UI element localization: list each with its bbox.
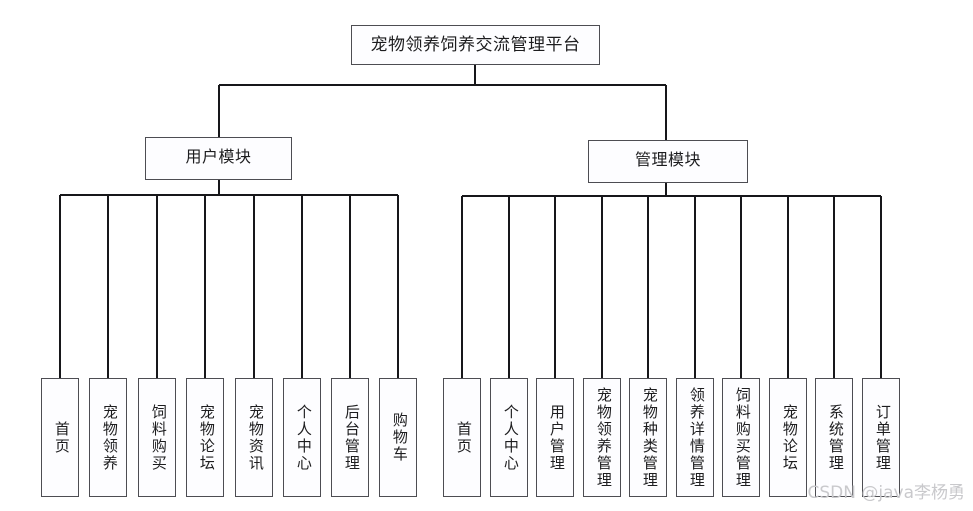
- leaf-node-user-7-label: 购物车: [390, 412, 407, 463]
- leaf-drop-line-admin-8: [833, 196, 835, 378]
- leaf-node-user-0[interactable]: 首页: [41, 378, 79, 497]
- leaf-drop-line-user-1: [107, 195, 109, 378]
- leaf-drop-line-user-6: [349, 195, 351, 378]
- leaf-node-user-3-label: 宠物论坛: [197, 403, 214, 472]
- root-node[interactable]: 宠物领养饲养交流管理平台: [351, 25, 600, 65]
- leaf-drop-line-user-5: [301, 195, 303, 378]
- leaf-node-admin-3-label: 宠物领养管理: [594, 386, 611, 489]
- leaf-drop-line-admin-4: [647, 196, 649, 378]
- leaf-node-user-1[interactable]: 宠物领养: [89, 378, 127, 497]
- leaf-drop-line-admin-2: [554, 196, 556, 378]
- root-node-label: 宠物领养饲养交流管理平台: [370, 34, 581, 54]
- leaf-node-admin-5[interactable]: 领养详情管理: [676, 378, 714, 497]
- leaf-node-admin-2[interactable]: 用户管理: [536, 378, 574, 497]
- module-admin-riser-line: [665, 85, 667, 140]
- leaf-node-admin-6[interactable]: 饲料购买管理: [722, 378, 760, 497]
- leaf-node-admin-9-label: 订单管理: [873, 403, 890, 472]
- leaf-node-admin-1-label: 个人中心: [501, 403, 518, 472]
- leaf-node-admin-1[interactable]: 个人中心: [490, 378, 528, 497]
- leaf-node-user-4[interactable]: 宠物资讯: [235, 378, 273, 497]
- leaf-node-admin-8-label: 系统管理: [826, 403, 843, 472]
- branch-admin-stem-line: [665, 183, 667, 196]
- leaf-node-user-6[interactable]: 后台管理: [331, 378, 369, 497]
- leaf-node-user-7[interactable]: 购物车: [379, 378, 417, 497]
- leaf-node-user-1-label: 宠物领养: [100, 403, 117, 472]
- leaf-drop-line-user-3: [204, 195, 206, 378]
- leaf-node-admin-9[interactable]: 订单管理: [862, 378, 900, 497]
- leaf-node-user-2-label: 饲料购买: [149, 403, 166, 472]
- leaf-drop-line-user-0: [59, 195, 61, 378]
- leaf-drop-line-admin-3: [601, 196, 603, 378]
- module-node-user[interactable]: 用户模块: [145, 137, 292, 180]
- leaf-node-admin-0-label: 首页: [454, 420, 471, 455]
- leaf-drop-line-user-7: [397, 195, 399, 378]
- branch-user-stem-line: [218, 180, 220, 195]
- leaf-node-admin-5-label: 领养详情管理: [687, 386, 704, 489]
- leaf-node-admin-2-label: 用户管理: [547, 403, 564, 472]
- leaf-node-admin-0[interactable]: 首页: [443, 378, 481, 497]
- root-stem-line: [474, 65, 476, 85]
- leaf-node-admin-4[interactable]: 宠物种类管理: [629, 378, 667, 497]
- module-node-admin-label: 管理模块: [634, 152, 701, 170]
- leaf-drop-line-admin-7: [787, 196, 789, 378]
- leaf-drop-line-admin-0: [461, 196, 463, 378]
- leaf-drop-line-user-2: [156, 195, 158, 378]
- leaf-node-user-4-label: 宠物资讯: [246, 403, 263, 472]
- leaf-node-user-2[interactable]: 饲料购买: [138, 378, 176, 497]
- branch-admin-bus-line: [462, 195, 881, 197]
- module-node-admin[interactable]: 管理模块: [588, 140, 748, 183]
- leaf-node-user-5-label: 个人中心: [294, 403, 311, 472]
- leaf-drop-line-admin-1: [508, 196, 510, 378]
- branch-user-bus-line: [60, 194, 398, 196]
- leaf-node-admin-4-label: 宠物种类管理: [640, 386, 657, 489]
- leaf-node-admin-3[interactable]: 宠物领养管理: [583, 378, 621, 497]
- leaf-node-admin-6-label: 饲料购买管理: [733, 386, 750, 489]
- leaf-node-user-0-label: 首页: [52, 420, 69, 455]
- leaf-node-admin-8[interactable]: 系统管理: [815, 378, 853, 497]
- leaf-node-admin-7[interactable]: 宠物论坛: [769, 378, 807, 497]
- leaf-node-user-3[interactable]: 宠物论坛: [186, 378, 224, 497]
- top-bus-line: [219, 84, 666, 86]
- leaf-drop-line-admin-5: [694, 196, 696, 378]
- leaf-drop-line-admin-6: [740, 196, 742, 378]
- leaf-node-user-5[interactable]: 个人中心: [283, 378, 321, 497]
- module-node-user-label: 用户模块: [185, 149, 252, 167]
- module-user-riser-line: [218, 85, 220, 137]
- leaf-drop-line-user-4: [253, 195, 255, 378]
- leaf-node-user-6-label: 后台管理: [342, 403, 359, 472]
- leaf-drop-line-admin-9: [880, 196, 882, 378]
- leaf-node-admin-7-label: 宠物论坛: [780, 403, 797, 472]
